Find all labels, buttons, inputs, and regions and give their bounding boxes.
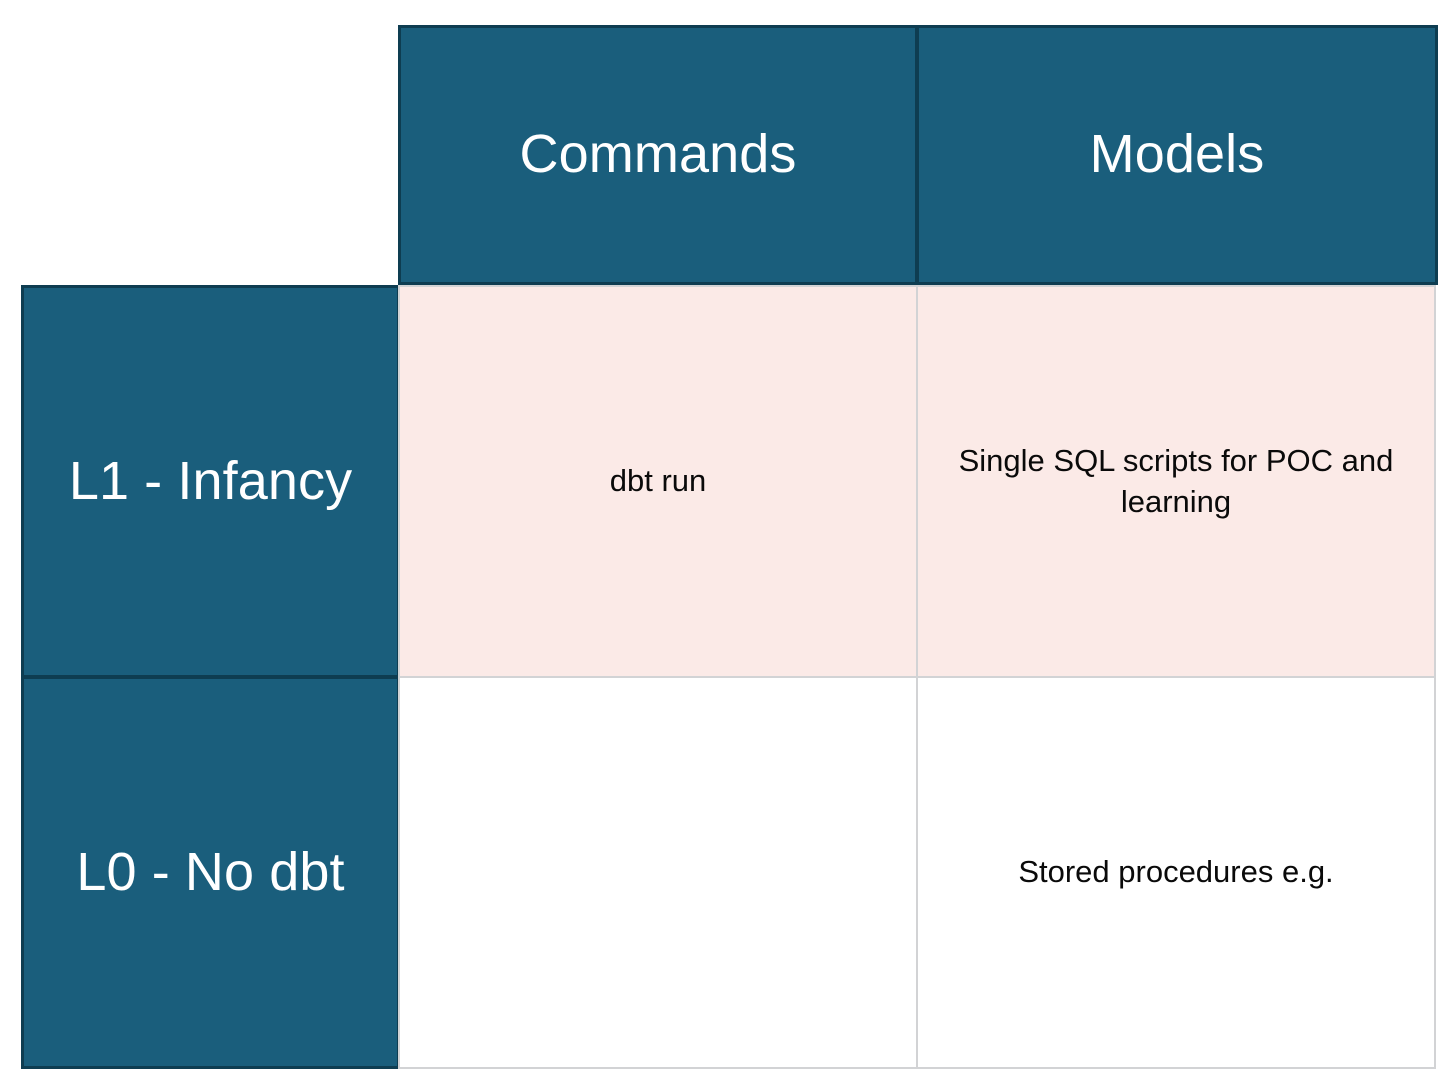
column-header-models-label: Models — [1089, 124, 1265, 185]
cell-l0-models-text: Stored procedures e.g. — [1018, 854, 1334, 890]
cell-l0-models: Stored procedures e.g. — [916, 676, 1436, 1069]
cell-l1-models: Single SQL scripts for POC and learning — [916, 285, 1436, 678]
column-header-commands-label: Commands — [519, 124, 797, 185]
table-corner-cell — [0, 0, 398, 285]
cell-l0-commands — [398, 676, 918, 1069]
cell-l1-commands-text: dbt run — [609, 463, 707, 499]
cell-l1-models-text: Single SQL scripts for POC and learning — [958, 443, 1394, 519]
row-header-l0-label: L0 - No dbt — [76, 841, 345, 902]
row-header-l1-label: L1 - Infancy — [68, 450, 353, 511]
row-header-l1: L1 - Infancy — [21, 285, 400, 678]
column-header-models: Models — [916, 25, 1438, 285]
cell-l1-commands: dbt run — [398, 285, 918, 678]
column-header-commands: Commands — [398, 25, 918, 285]
row-header-l0: L0 - No dbt — [21, 676, 400, 1069]
